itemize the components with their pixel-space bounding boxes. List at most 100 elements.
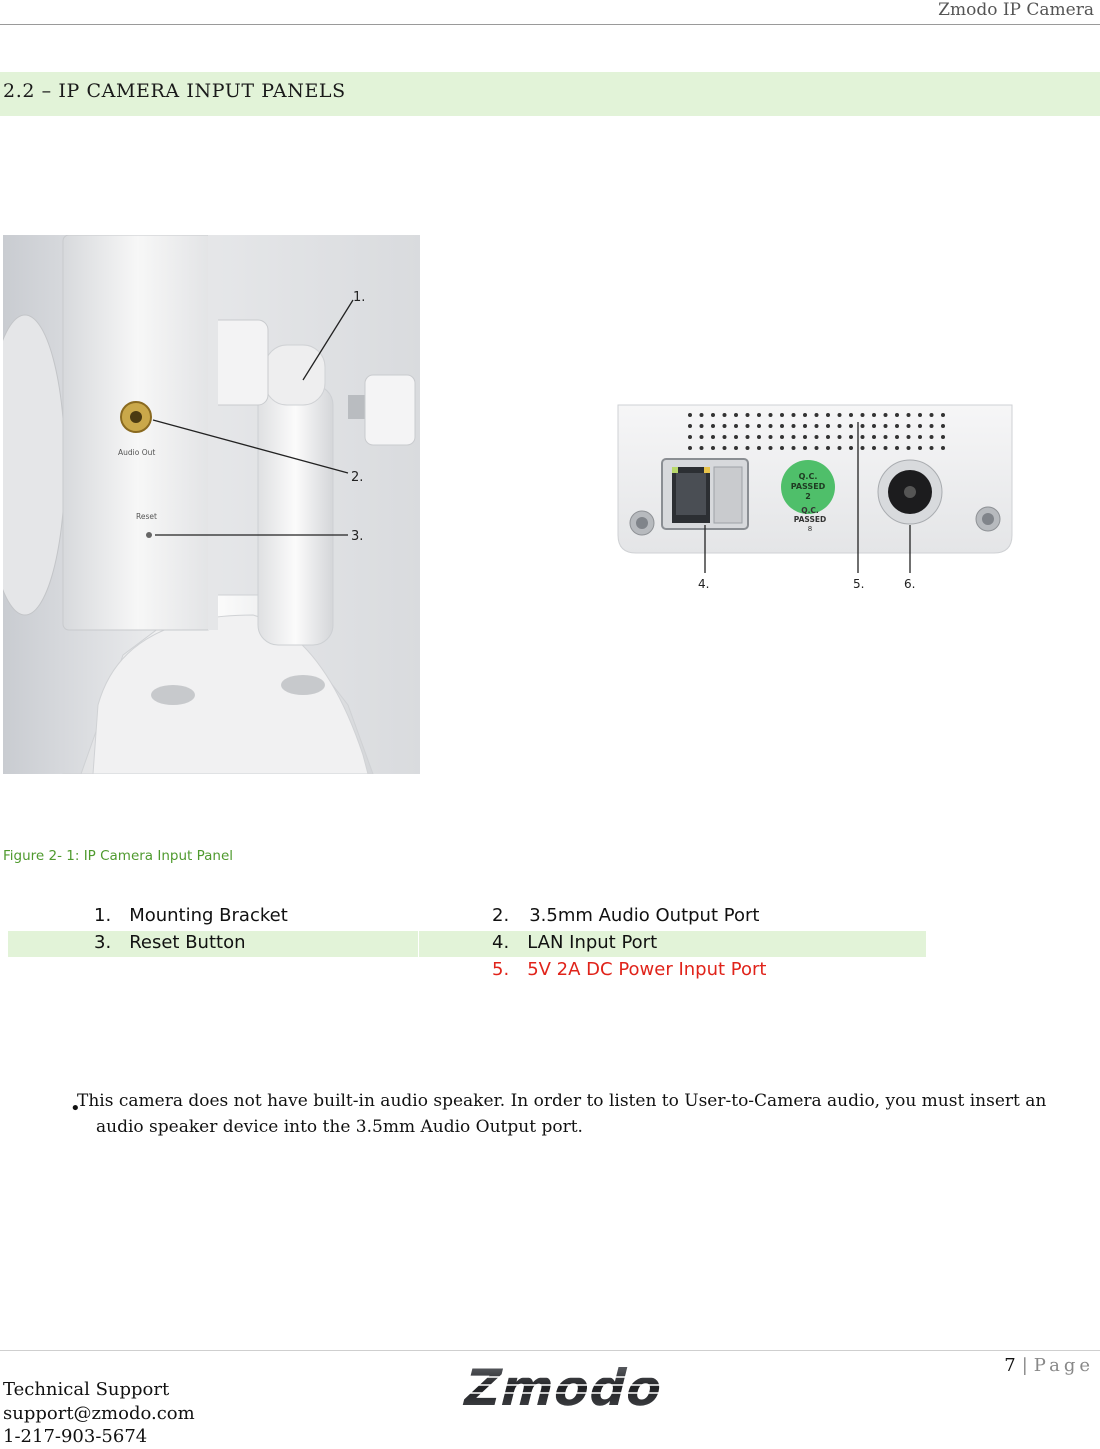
vent-hole xyxy=(780,424,784,428)
vent-hole xyxy=(837,413,842,417)
vent-hole xyxy=(906,413,911,417)
vent-hole xyxy=(883,446,888,450)
callout-1: 1. xyxy=(353,290,365,305)
legend-item-5: 5.5V 2A DC Power Input Port xyxy=(492,959,766,980)
vent-hole xyxy=(722,435,727,439)
vent-hole xyxy=(895,446,899,450)
vent-hole xyxy=(872,413,876,417)
vent-hole xyxy=(814,424,819,428)
support-phone: 1-217-903-5674 xyxy=(3,1426,148,1447)
section-title: 2.2 – IP CAMERA INPUT PANELS xyxy=(3,80,346,102)
vent-hole xyxy=(780,446,784,450)
support-email: support@zmodo.com xyxy=(3,1402,195,1424)
figure-caption: Figure 2- 1: IP Camera Input Panel xyxy=(3,848,234,864)
legend-item-number: 4. xyxy=(492,932,510,953)
vent-hole xyxy=(780,435,784,439)
legend-item-number: 2. xyxy=(492,905,510,926)
vent-hole xyxy=(688,424,692,428)
legend-item-label: 3.5mm Audio Output Port xyxy=(529,905,760,926)
vent-hole xyxy=(860,413,865,417)
vent-hole xyxy=(918,446,922,450)
vent-hole xyxy=(791,413,796,417)
section-heading-band xyxy=(0,72,1100,116)
vent-hole xyxy=(895,413,899,417)
qc-sticker-line2: PASSED xyxy=(791,482,826,491)
header-brand-line: Zmodo IP Camera xyxy=(938,0,1094,20)
vent-hole xyxy=(734,435,738,439)
vent-hole xyxy=(722,424,727,428)
qc-stamp-line3: 8 xyxy=(808,525,812,533)
vent-hole xyxy=(929,413,934,417)
vent-hole xyxy=(734,424,738,428)
legend-item-number: 1. xyxy=(94,905,112,926)
vent-hole xyxy=(872,435,876,439)
legend-item-number: 3. xyxy=(94,932,112,953)
callout-3: 3. xyxy=(351,529,363,544)
vent-hole xyxy=(814,413,819,417)
logo-lettering: Zmodo xyxy=(458,1359,670,1417)
camera-rear-photo: Q.C. PASSED 2 Q.C. PASSED 8 4. 5. 6. xyxy=(617,404,1013,591)
vent-hole xyxy=(860,435,865,439)
legend-item-3: 3.Reset Button xyxy=(94,932,245,953)
vent-hole xyxy=(791,424,796,428)
vent-hole xyxy=(745,424,750,428)
vent-hole xyxy=(803,446,807,450)
vent-hole xyxy=(768,446,773,450)
header-rule xyxy=(0,24,1100,25)
footer-contact: Technical Support support@zmodo.com 1-21… xyxy=(3,1378,195,1449)
qc-sticker-line1: Q.C. xyxy=(799,472,818,481)
vent-hole xyxy=(929,446,934,450)
vent-hole xyxy=(849,446,853,450)
vent-hole xyxy=(711,435,715,439)
audio-note: This camera does not have built-in audio… xyxy=(77,1088,1097,1140)
vent-hole xyxy=(941,435,945,439)
vent-hole xyxy=(699,424,704,428)
vent-hole xyxy=(837,446,842,450)
vent-hole xyxy=(860,446,865,450)
support-title: Technical Support xyxy=(3,1379,170,1400)
vent-hole xyxy=(826,424,830,428)
vent-hole xyxy=(757,446,761,450)
audio-out-label: Audio Out xyxy=(118,448,155,457)
vent-hole xyxy=(803,424,807,428)
vent-hole xyxy=(791,435,796,439)
vent-hole xyxy=(849,413,853,417)
vent-hole xyxy=(883,424,888,428)
vent-hole xyxy=(803,435,807,439)
legend-cell-divider xyxy=(418,931,419,957)
vent-hole xyxy=(895,435,899,439)
legend-item-label: LAN Input Port xyxy=(527,932,658,953)
vent-hole xyxy=(941,446,945,450)
legend-item-2: 2. 3.5mm Audio Output Port xyxy=(492,905,759,926)
camera-side-photo: Audio Out Reset 1. 2. 3. xyxy=(3,235,420,774)
vent-hole xyxy=(837,424,842,428)
vent-hole xyxy=(699,446,704,450)
vent-hole xyxy=(883,413,888,417)
bullet-icon: • xyxy=(70,1098,81,1119)
vent-hole xyxy=(688,413,692,417)
vent-hole xyxy=(895,424,899,428)
vent-hole xyxy=(768,424,773,428)
vent-hole xyxy=(791,446,796,450)
legend-item-4: 4. LAN Input Port xyxy=(492,932,657,953)
legend-item-1: 1. Mounting Bracket xyxy=(94,905,288,926)
legend-item-label: Mounting Bracket xyxy=(129,905,288,926)
vent-hole xyxy=(906,424,911,428)
vent-hole xyxy=(849,435,853,439)
vent-hole xyxy=(688,446,692,450)
vent-hole xyxy=(722,446,727,450)
vent-hole xyxy=(883,435,888,439)
vent-hole xyxy=(711,413,715,417)
vent-hole xyxy=(918,424,922,428)
vent-hole xyxy=(768,435,773,439)
vent-hole xyxy=(872,446,876,450)
vent-hole xyxy=(941,413,945,417)
vent-hole xyxy=(826,446,830,450)
vent-hole xyxy=(837,435,842,439)
vent-hole xyxy=(699,413,704,417)
vent-hole xyxy=(941,424,945,428)
vent-hole xyxy=(906,435,911,439)
vent-hole xyxy=(745,413,750,417)
vent-hole xyxy=(688,435,692,439)
page-number-block: 7|Page xyxy=(1004,1355,1094,1376)
